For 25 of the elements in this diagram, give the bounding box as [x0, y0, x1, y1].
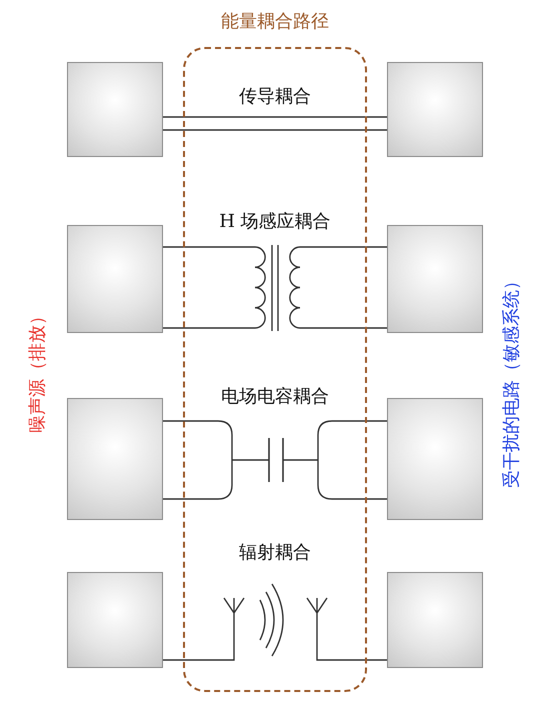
device-box	[67, 398, 163, 520]
wire	[163, 327, 255, 329]
wire	[282, 420, 388, 500]
device-box	[67, 62, 163, 157]
coupling-label: 传导耦合	[239, 86, 311, 108]
side-label: 噪声源（排放）	[27, 307, 49, 433]
device-box	[387, 225, 483, 333]
wire	[163, 129, 387, 131]
wire	[162, 420, 270, 500]
coupling-label: 辐射耦合	[239, 542, 311, 564]
side-label: 受干扰的电路（敏感系统）	[501, 272, 523, 488]
wire	[300, 246, 387, 248]
coupling-label: H 场感应耦合	[219, 211, 331, 233]
wire	[300, 327, 387, 329]
wire	[163, 246, 255, 248]
wire	[163, 623, 235, 661]
wire	[316, 623, 387, 661]
region-title: 能量耦合路径	[221, 11, 329, 33]
device-box	[67, 225, 163, 333]
coupling-label: 电场电容耦合	[221, 386, 329, 408]
wire	[163, 116, 387, 118]
device-box	[387, 572, 483, 668]
device-box	[387, 62, 483, 157]
device-box	[67, 572, 163, 668]
device-box	[387, 398, 483, 520]
